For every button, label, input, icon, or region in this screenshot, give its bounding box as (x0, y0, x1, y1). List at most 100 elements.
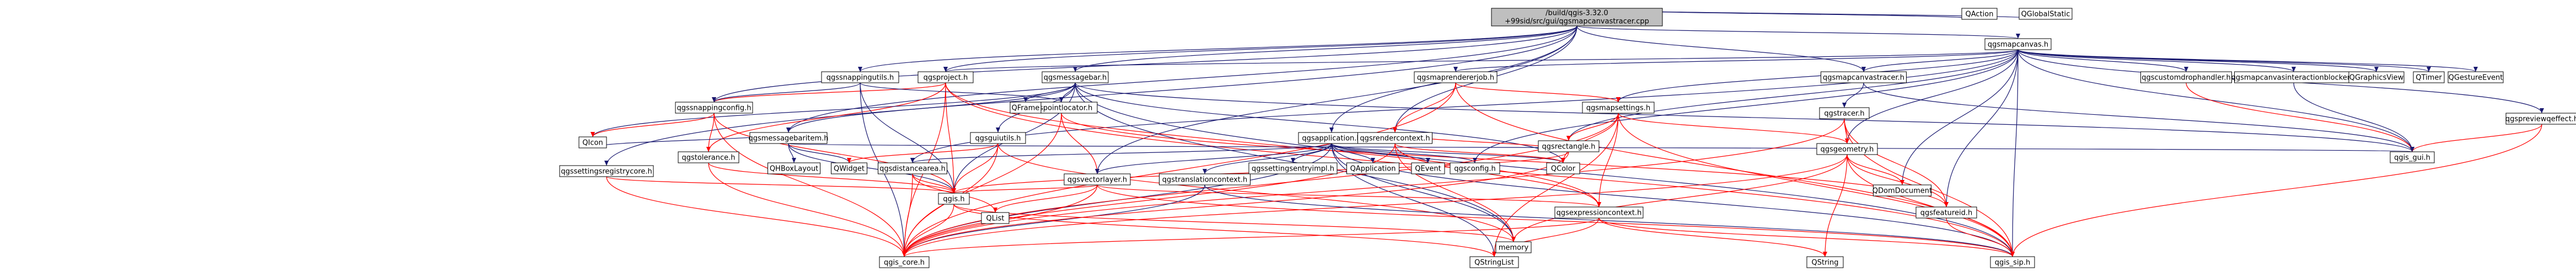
edge-qgsmapsettings_h-to-qcolor (1561, 113, 1619, 163)
node-layer: /build/qgis-3.32.0+99sid/src/gui/qgsmapc… (559, 8, 2576, 268)
edge-qgsmapcanvas_h-to-qgsmapsettings_h (1616, 49, 2019, 103)
edge-qgsapplication_h-to-qgssettingsentryimpl_h (1291, 143, 1332, 163)
node-label: qgspreviewqeffect.h (2505, 115, 2576, 124)
node-qgsmapcanvas-h[interactable]: qgsmapcanvas.h (1984, 38, 2052, 50)
node-qwidget: QWidget (831, 162, 867, 174)
edge-qgsmapcanvas_h-to-qgsrectangle_h (1566, 49, 2019, 141)
node-memory: memory (1495, 241, 1532, 253)
edge-qgsapplication_h-to-qapplication (1331, 143, 1375, 163)
node-box (1821, 71, 1907, 83)
node-qgssettingsentryimpl-h[interactable]: qgssettingsentryimpl.h (1248, 162, 1338, 174)
node-label: QTimer (2416, 74, 2442, 82)
node-box (1491, 8, 1663, 26)
node-qgsmapsettings-h[interactable]: qgsmapsettings.h (1582, 102, 1655, 114)
edge-qgsmapcanvas_h-to-qgsfeatureid_h (1944, 49, 2019, 208)
node-box (768, 162, 820, 174)
node-qgsexpressioncontext-h[interactable]: qgsexpressioncontext.h (1554, 206, 1644, 219)
node-qgsfeatureid-h[interactable]: qgsfeatureid.h (1915, 206, 1977, 219)
edge-root-to-qgssettingsregistrycore_h (604, 25, 1577, 166)
node-box (1538, 140, 1600, 152)
node-box (1816, 143, 1878, 155)
node-qgsproject-h[interactable]: qgsproject.h (917, 71, 974, 83)
node-box (1806, 256, 1844, 268)
node-box (970, 132, 1026, 144)
edge-root-to-qgsmessagebaritem_h (786, 25, 1577, 133)
edge-qgsproject_h-to-qgis_h (945, 82, 956, 194)
node-qgsapplication-h[interactable]: qgsapplication.h (1298, 132, 1365, 144)
node-qgspointlocator-h[interactable]: qgspointlocator.h (1025, 102, 1098, 114)
node-qgscustomdrophandler-h[interactable]: qgscustomdrophandler.h (2140, 71, 2232, 83)
edge-qgsmapcanvas_h-to-qtimer (2017, 49, 2431, 72)
edge-qgssnappingconfig_h-to-qicon (591, 113, 715, 137)
node-qlist: QList (981, 212, 1010, 224)
node-label: qgsdistancearea.h (879, 165, 946, 173)
node-qgsdistancearea-h[interactable]: qgsdistancearea.h (878, 162, 947, 174)
node-box (1984, 38, 2052, 50)
edge-qgsfeatureid_h-to-qgis_sip_h (1946, 217, 2015, 257)
node-box (1450, 162, 1500, 174)
node-label: QFrame (1012, 104, 1040, 113)
edge-qgssettingsregistrycore_h-to-qgis_core_h (606, 176, 906, 257)
edge-qgis_h-to-memory (953, 204, 1516, 242)
edge-qgstracer_h-to-qgsfeatureid_h (1844, 118, 1949, 208)
node-label: qgsmapcanvastracer.h (1823, 74, 1904, 82)
node-box (1554, 206, 1644, 219)
node-qgsvectorlayer-h[interactable]: qgsvectorlayer.h (1064, 173, 1131, 185)
node-qstringlist: QStringList (1469, 256, 1519, 268)
node-qgis-gui-h: qgis_gui.h (2390, 151, 2435, 163)
node-qgsmessagebaritem-h[interactable]: qgsmessagebaritem.h (748, 132, 829, 144)
node-qgsmessagebar-h[interactable]: qgsmessagebar.h (1042, 71, 1109, 83)
node-label: qgstracer.h (1824, 110, 1864, 118)
node-qgis-h[interactable]: qgis.h (938, 193, 970, 205)
node-qgsconfig-h: qgsconfig.h (1450, 162, 1500, 174)
edge-root-to-qgsmessagebar_h (1073, 25, 1577, 72)
edge-qgsdistancearea_h-to-qgis_core_h (902, 173, 913, 257)
node-label: QGraphicsView (2349, 74, 2404, 82)
node-box (2140, 71, 2232, 83)
node-label: qgis.h (943, 195, 964, 204)
node-qgsguiutils-h[interactable]: qgsguiutils.h (970, 132, 1026, 144)
node-box (1159, 173, 1251, 185)
node-label: QEvent (1415, 165, 1441, 173)
node-box (917, 71, 974, 83)
node-qgsmapcanvasinteractionblocker-h[interactable]: qgsmapcanvasinteractionblocker.h (2231, 71, 2357, 83)
node-qgsmaprendererjob-h[interactable]: qgsmaprendererjob.h (1414, 71, 1498, 83)
node-qgstranslationcontext-h[interactable]: qgstranslationcontext.h (1159, 173, 1251, 185)
edge-qgsmessagebaritem_h-to-qgis_gui_h (788, 143, 2413, 152)
node-box (1042, 71, 1109, 83)
edge-qgsapplication_h-to-qstringlist (1331, 143, 1496, 257)
node-label: QWidget (834, 165, 865, 173)
node-qgsrectangle-h[interactable]: qgsrectangle.h (1538, 140, 1600, 152)
node-qgsrendercontext-h[interactable]: qgsrendercontext.h (1357, 132, 1432, 144)
edge-qgsmapcanvas_h-to-qdomdocument (1900, 49, 2019, 185)
node-box (1414, 71, 1498, 83)
node-box (938, 193, 970, 205)
node-qgstolerance-h[interactable]: qgstolerance.h (678, 151, 739, 163)
node-qaction: QAction (1961, 8, 1998, 20)
node-label: qgsguiutils.h (975, 135, 1021, 143)
node-qgssettingsregistrycore-h[interactable]: qgssettingsregistrycore.h (559, 165, 654, 177)
edge-qgssnappingconfig_h-to-qgis_h (713, 113, 956, 194)
node-label: qgsmaprendererjob.h (1417, 74, 1494, 82)
node-root[interactable]: /build/qgis-3.32.0+99sid/src/gui/qgsmapc… (1491, 8, 1663, 26)
node-qcolor: QColor (1546, 162, 1580, 174)
node-box (2019, 8, 2073, 20)
node-qgstracer-h[interactable]: qgstracer.h (1819, 107, 1870, 119)
edge-qgstracer_h-to-qgis_core_h (902, 118, 1845, 257)
node-label: qgsproject.h (924, 74, 968, 82)
edge-qgsmapcanvas_h-to-qgis_gui_h (2017, 49, 2414, 152)
node-qgsgeometry-h[interactable]: qgsgeometry.h (1816, 143, 1878, 155)
edge-qgsmapcanvas_h-to-qgestureevent (2017, 49, 2478, 72)
node-qgsmapcanvastracer-h[interactable]: qgsmapcanvastracer.h (1821, 71, 1907, 83)
node-qgssnappingconfig-h[interactable]: qgssnappingconfig.h (675, 102, 753, 114)
edge-root-to-qgsmapcanvas_h (1576, 25, 2020, 39)
edge-qgsrendercontext_h-to-qcolor (1394, 143, 1565, 163)
node-qgestureevent: QGestureEvent (2448, 71, 2504, 83)
edge-qgsapplication_h-to-qcolor (1331, 143, 1565, 163)
node-qgssnappingutils-h[interactable]: qgssnappingutils.h (821, 71, 899, 83)
node-box (1469, 256, 1519, 268)
node-qicon: QIcon (578, 136, 607, 148)
node-qgspreviewqeffect-h[interactable]: qgspreviewqeffect.h (2505, 113, 2576, 125)
node-label: QList (986, 215, 1005, 223)
